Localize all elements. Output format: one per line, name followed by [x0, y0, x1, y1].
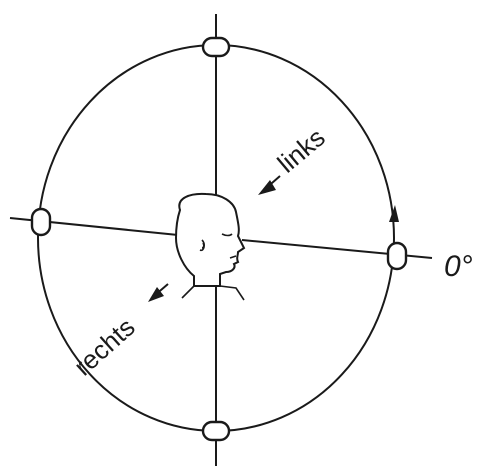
head-profile-icon — [176, 194, 244, 300]
label-rechts: rechts — [68, 312, 141, 382]
label-zero-degree: 0° — [444, 250, 473, 283]
arrow-links-icon — [258, 176, 280, 195]
speaker-marker-right — [388, 243, 406, 269]
speaker-marker-left — [32, 209, 50, 235]
circle-direction-arrow-icon — [389, 205, 399, 222]
speaker-marker-bottom — [203, 422, 229, 440]
label-links: links — [272, 122, 331, 178]
arrow-rechts-icon — [148, 284, 168, 302]
speaker-marker-top — [203, 38, 229, 56]
